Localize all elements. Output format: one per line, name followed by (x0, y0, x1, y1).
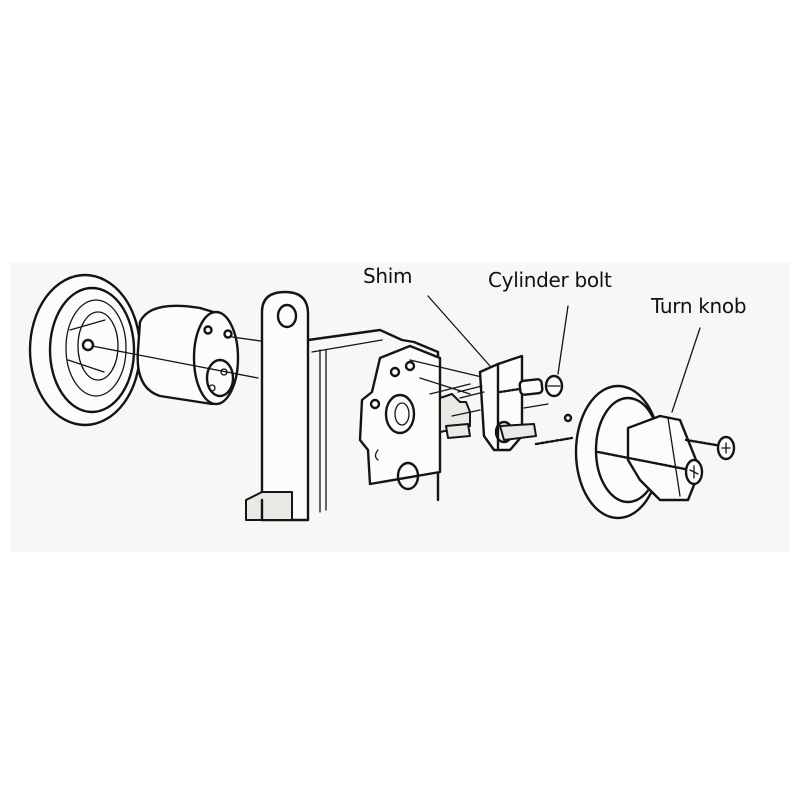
cylinder-bolts (457, 374, 574, 446)
turn-knob-leader-line (671, 327, 701, 413)
cylinder-bolt-leader-line (557, 305, 569, 375)
mounting-plate (358, 344, 487, 491)
turn-knob-label: Turn knob (651, 294, 747, 318)
shim-label: Shim (363, 264, 413, 288)
lock-cylinder (91, 304, 269, 406)
shim-bracket (478, 354, 537, 452)
latch-bolt (429, 383, 481, 439)
door-edge-plate (245, 290, 327, 522)
cylinder-bolt-label: Cylinder bolt (488, 268, 612, 292)
shim-leader-line (427, 295, 491, 367)
turn-knob-assembly (563, 384, 736, 520)
exterior-cylinder-housing (28, 273, 142, 427)
